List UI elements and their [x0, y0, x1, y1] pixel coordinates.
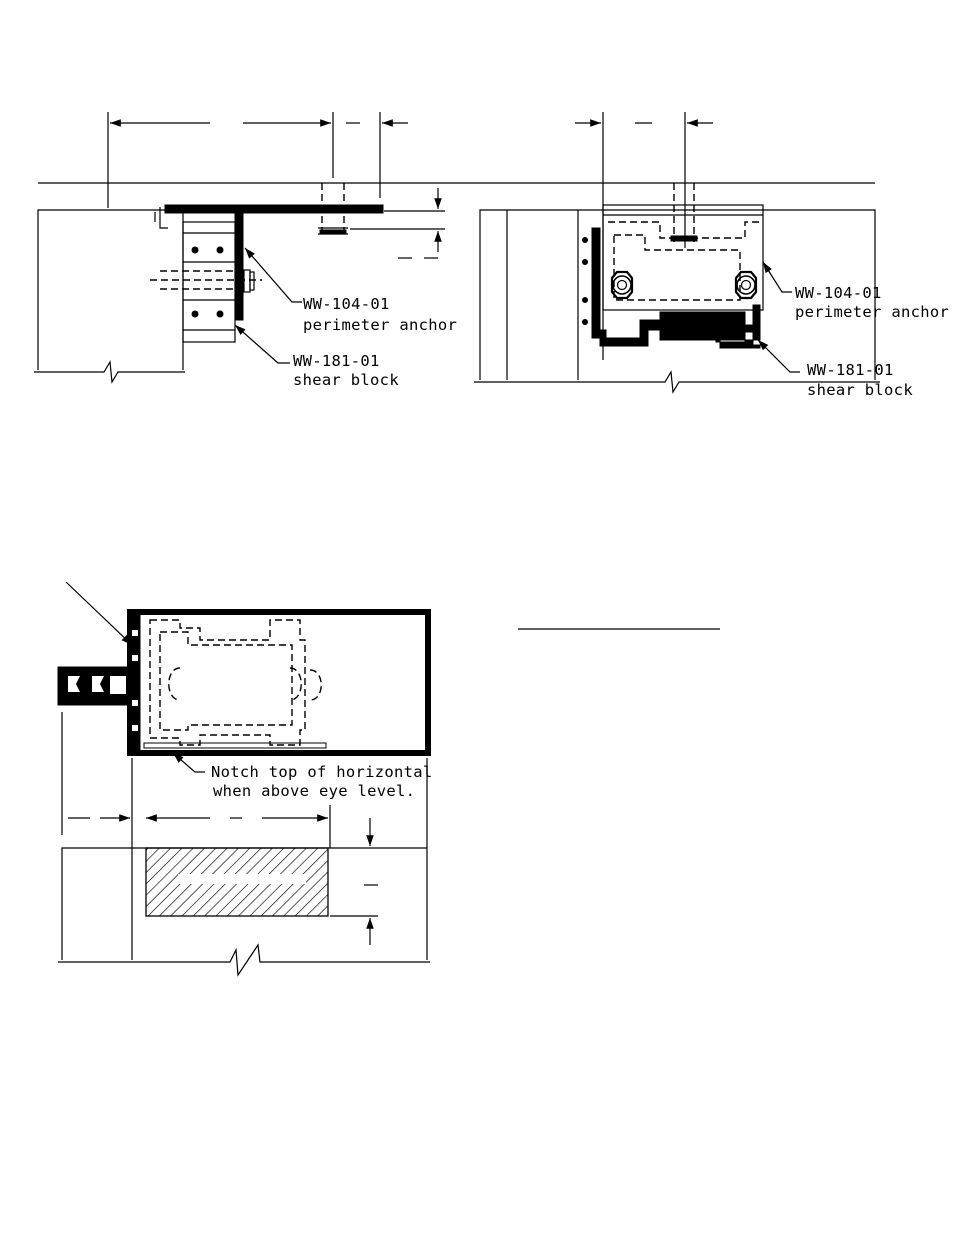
perimeter-anchor-right: [602, 204, 764, 311]
anchor-bolt-left: [318, 183, 348, 238]
shear-label-right-1: WW-181-01: [807, 361, 894, 379]
notch-label-1: Notch top of horizontal: [211, 763, 433, 781]
shear-label-right-2: shear block: [807, 381, 913, 399]
anchor-label-left-1: WW-104-01: [303, 295, 390, 313]
anchor-label-right-2: perimeter anchor: [795, 303, 949, 321]
wall-section-bottom: [58, 847, 430, 977]
notch-label-2: when above eye level.: [213, 782, 415, 800]
top-right-detail: WW-104-01 perimeter anchor WW-181-01 she…: [474, 112, 949, 399]
anchor-bolt-right: [670, 183, 698, 242]
perimeter-anchor-left: [154, 204, 384, 321]
dimension-top-left: [107, 112, 445, 259]
vertical-mullion: [57, 611, 141, 754]
shear-block-right: [582, 227, 761, 349]
shear-block-left: [150, 221, 262, 343]
anchor-label-left-2: perimeter anchor: [303, 316, 457, 334]
shear-block-bottom: [149, 619, 322, 746]
top-left-detail: WW-104-01 perimeter anchor WW-181-01 she…: [34, 112, 875, 389]
wall-section-left: [34, 209, 185, 384]
horizontal-member: [127, 609, 431, 756]
wall-section-right: [474, 209, 880, 394]
bottom-detail: Notch top of horizontal when above eye l…: [57, 581, 433, 977]
shear-label-left-2: shear block: [293, 371, 399, 389]
leader-top-left: [65, 581, 133, 646]
shear-label-left-1: WW-181-01: [293, 352, 380, 370]
dimension-bottom: [68, 814, 378, 945]
anchor-label-right-1: WW-104-01: [795, 284, 882, 302]
